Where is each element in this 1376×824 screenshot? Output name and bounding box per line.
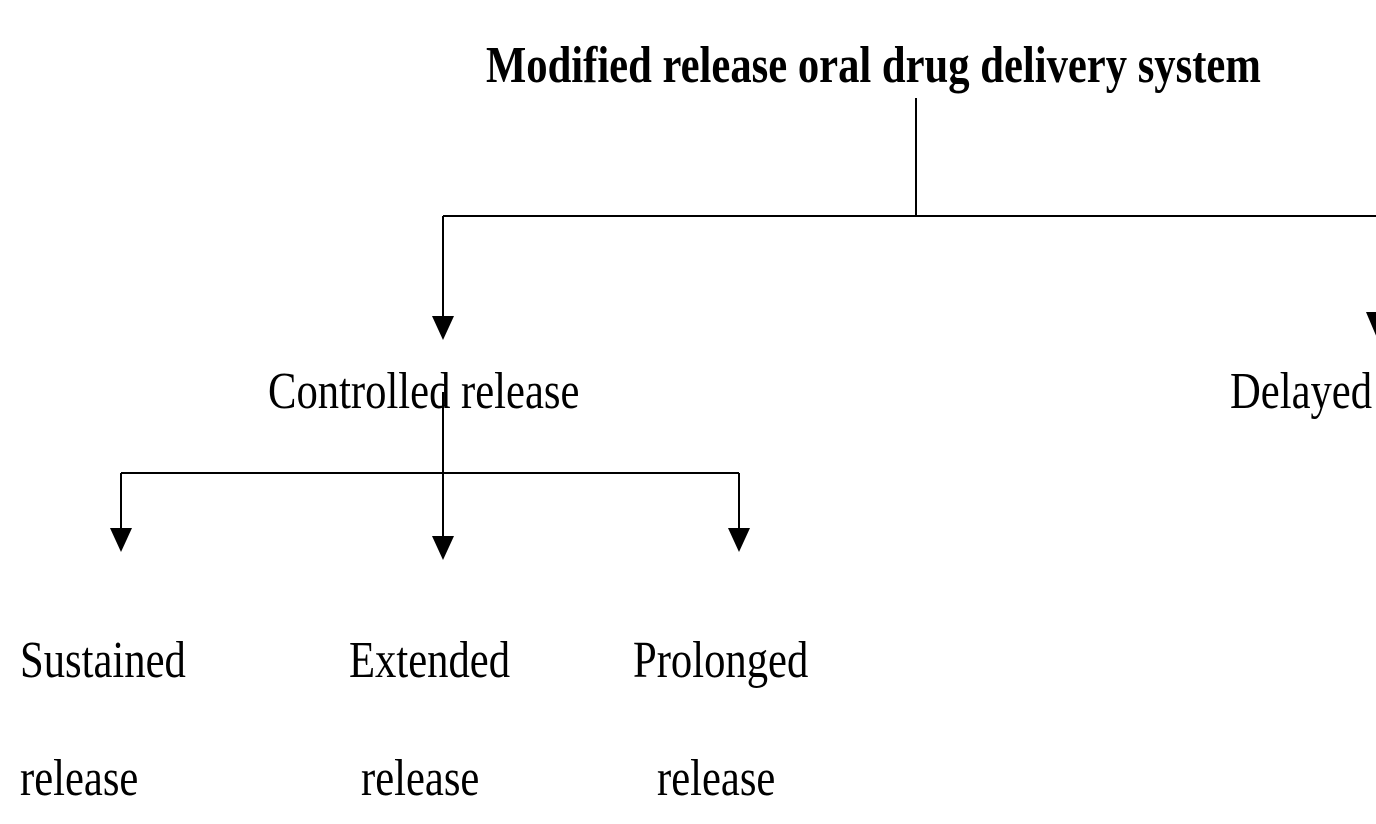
extended-arrowhead [432, 536, 454, 560]
node-extended-line2: release [361, 750, 480, 807]
diagram-title: Modified release oral drug delivery syst… [486, 37, 1261, 94]
node-sustained-line1: Sustained [20, 632, 186, 689]
controlled-arrowhead [432, 316, 454, 340]
node-controlled-release: Controlled release [268, 363, 580, 420]
node-sustained-line2: release [20, 750, 139, 807]
sustained-arrowhead [110, 528, 132, 552]
node-delayed: Delayed [1230, 363, 1373, 420]
delayed-arrowhead [1366, 312, 1376, 336]
node-prolonged-line1: Prolonged [633, 632, 809, 689]
node-extended-line1: Extended [349, 632, 511, 689]
node-prolonged-line2: release [657, 750, 776, 807]
prolonged-arrowhead [728, 528, 750, 552]
